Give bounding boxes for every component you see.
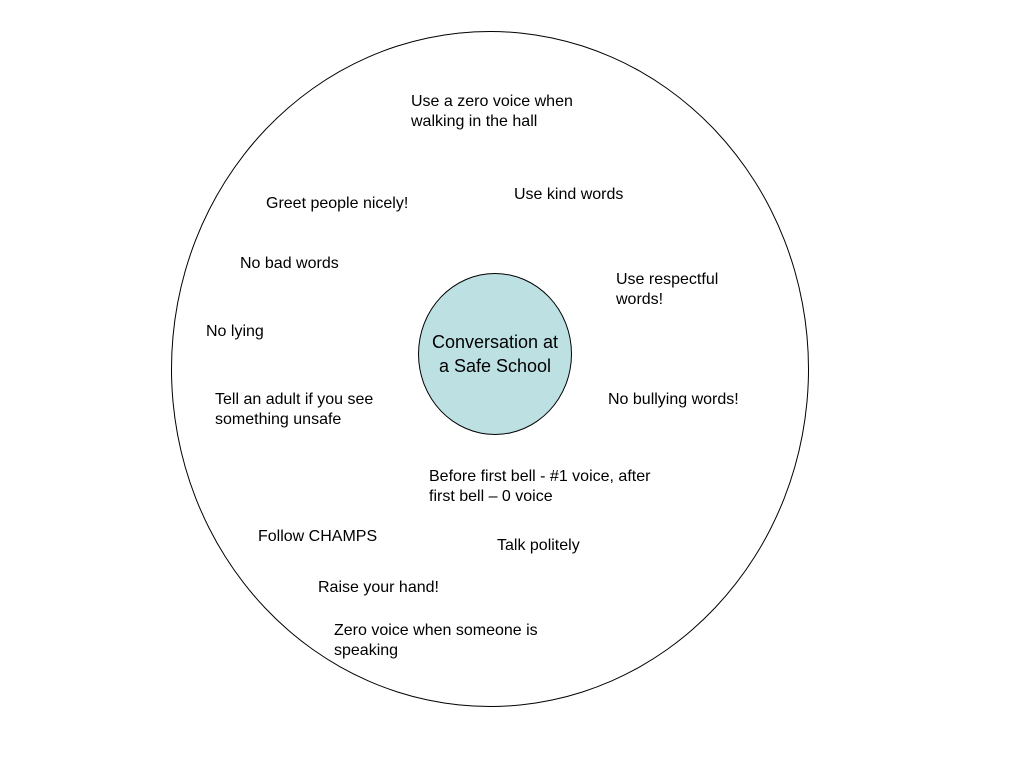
note-first-bell-voice: Before first bell - #1 voice, after firs… (429, 468, 651, 505)
note-zero-voice-speaking: Zero voice when someone is speaking (334, 622, 538, 659)
outer-circle (171, 31, 809, 707)
note-kind-words: Use kind words (514, 186, 624, 203)
center-label: Conversation at a Safe School (431, 332, 559, 376)
note-raise-your-hand: Raise your hand! (318, 579, 439, 596)
note-no-bullying-words: No bullying words! (608, 391, 739, 408)
note-zero-voice-hall: Use a zero voice when walking in the hal… (411, 93, 573, 130)
note-no-lying: No lying (206, 323, 264, 340)
note-respectful-words: Use respectful words! (616, 271, 719, 308)
center-oval: Conversation at a Safe School (418, 273, 572, 435)
note-tell-an-adult: Tell an adult if you see something unsaf… (215, 391, 374, 428)
note-no-bad-words: No bad words (240, 255, 339, 272)
note-follow-champs: Follow CHAMPS (258, 528, 378, 545)
note-greet-people: Greet people nicely! (266, 195, 409, 212)
note-talk-politely: Talk politely (497, 537, 580, 554)
